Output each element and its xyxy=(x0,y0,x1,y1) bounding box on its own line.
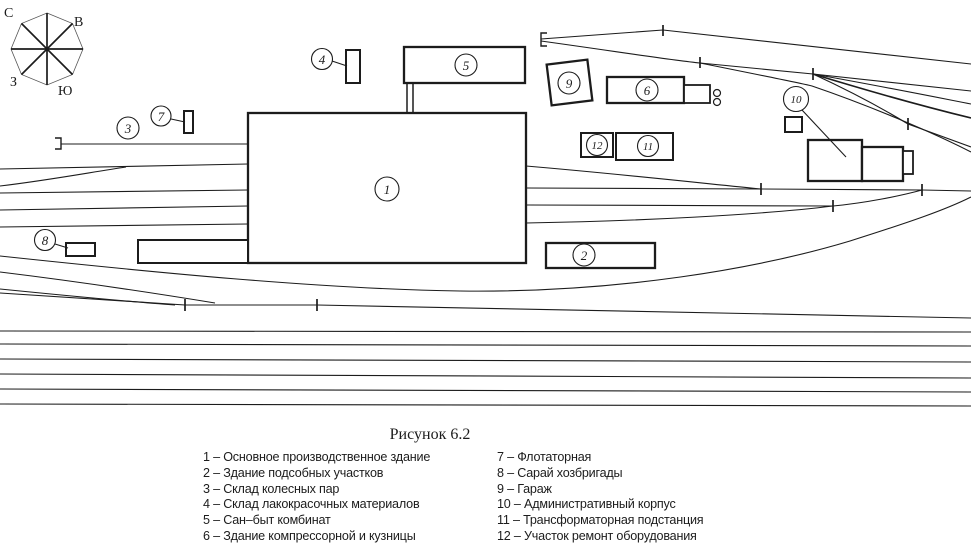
compass-spokes xyxy=(11,13,83,85)
legend-item: 10 – Административный корпус xyxy=(497,497,676,512)
building-3-number: 3 xyxy=(124,121,132,136)
legend-item: 5 – Сан–быт комбинат xyxy=(203,513,331,528)
building-11-number: 11 xyxy=(643,141,653,153)
building-11-badge xyxy=(636,134,660,158)
building-6-number: 6 xyxy=(644,83,651,98)
building-2-badge xyxy=(572,243,596,267)
legend-column-right: 7 – Флотаторная 8 – Сарай хозбригады 9 –… xyxy=(497,450,704,545)
building-6-badge xyxy=(635,78,659,102)
building-10-number: 10 xyxy=(791,94,803,106)
compass-rose: С В З Ю xyxy=(4,6,84,99)
building-6-tanks xyxy=(712,88,722,107)
building-8-number: 8 xyxy=(42,233,49,248)
legend-item: 6 – Здание компрессорной и кузницы xyxy=(203,528,416,543)
building-9-badge xyxy=(557,71,581,95)
legend-item: 8 – Сарай хозбригады xyxy=(497,465,623,480)
building-4-badge xyxy=(310,47,334,71)
compass-label-west: З xyxy=(10,75,17,90)
building-10-outline xyxy=(806,138,864,183)
legend-item: 4 – Склад лакокрасочных материалов xyxy=(203,497,420,512)
building-7-badge xyxy=(150,105,172,127)
building-10-wing-outline xyxy=(902,150,914,175)
building-2-number: 2 xyxy=(581,248,588,263)
utility-square-outline xyxy=(784,116,803,133)
label-leader-lines xyxy=(54,60,847,249)
compass-label-south: Ю xyxy=(58,84,72,99)
legend-column-left: 1 – Основное производственное здание 2 –… xyxy=(203,450,430,545)
building-3-badge xyxy=(116,116,140,140)
building-1-badge xyxy=(374,176,400,202)
rail-tracks-left xyxy=(0,137,249,228)
figure-caption: Рисунок 6.2 xyxy=(389,426,471,443)
building-5-number: 5 xyxy=(463,58,470,73)
building-8-outline xyxy=(65,242,96,257)
compass-label-east: В xyxy=(74,15,83,30)
building-4-outline xyxy=(345,49,361,84)
legend-item: 7 – Флотаторная xyxy=(497,450,592,464)
building-7-number: 7 xyxy=(158,109,165,124)
building-10-annex-outline xyxy=(860,145,905,183)
building-2-outline xyxy=(544,241,657,270)
building-8-badge xyxy=(33,228,57,252)
legend-item: 1 – Основное производственное здание xyxy=(203,450,431,464)
building-1-number: 1 xyxy=(384,182,391,197)
legend-item: 11 – Трансформаторная подстанция xyxy=(497,513,704,528)
building-12-number: 12 xyxy=(592,140,604,152)
legend-item: 9 – Гараж xyxy=(497,481,552,496)
building-1-annex-outline xyxy=(137,239,249,264)
building-10-badge xyxy=(782,85,810,113)
building-9-number: 9 xyxy=(566,76,573,91)
building-7-outline xyxy=(183,110,194,134)
rail-tracks-right xyxy=(525,165,971,224)
legend-item: 12 – Участок ремонт оборудования xyxy=(497,528,697,543)
building-1-outline xyxy=(246,111,528,265)
compass-label-north: С xyxy=(4,6,13,21)
building-5-badge xyxy=(454,53,478,77)
building-5-corridor xyxy=(406,83,414,113)
track-tick-marks xyxy=(184,25,923,311)
building-number-badges xyxy=(33,47,810,267)
building-6-annex-outline xyxy=(683,84,711,104)
building-4-number: 4 xyxy=(319,52,326,67)
legend-item: 2 – Здание подсобных участков xyxy=(203,465,384,480)
track-end-bracket-left xyxy=(55,137,62,150)
building-12-badge xyxy=(585,133,609,157)
legend-item: 3 – Склад колесных пар xyxy=(203,481,340,496)
track-end-bracket-top xyxy=(540,32,547,47)
